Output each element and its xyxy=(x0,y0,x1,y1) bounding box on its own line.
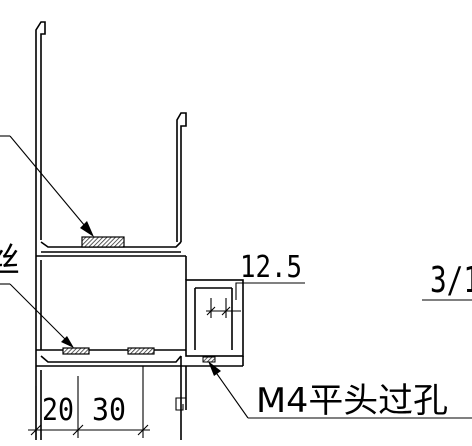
leader-m4-hole xyxy=(208,361,472,419)
scale-fragment: 3/1 xyxy=(430,260,472,301)
m4-hole-label: M4平头过孔 xyxy=(256,381,448,421)
lower-gasket-left xyxy=(62,347,90,355)
right-tall-post xyxy=(176,112,187,242)
leader-lower-gasket xyxy=(0,283,74,348)
leader-upper-gasket xyxy=(0,135,94,237)
left-tall-post xyxy=(35,21,46,440)
dim-12-5-leader xyxy=(235,282,305,300)
bottom-hook xyxy=(175,397,186,411)
dim-12-5-text: 12.5 xyxy=(240,250,302,285)
dim-30-text: 30 xyxy=(92,393,126,428)
left-label-fragment: 丝 xyxy=(0,241,20,281)
main-box xyxy=(36,256,187,440)
right-aux-profile xyxy=(185,279,244,367)
inner-dimension xyxy=(206,298,241,318)
dim-20-text: 20 xyxy=(42,393,74,428)
right-gasket xyxy=(202,356,216,363)
bottom-dimensions xyxy=(28,366,150,438)
lower-gasket-right xyxy=(127,347,155,355)
upper-gasket xyxy=(81,236,125,248)
